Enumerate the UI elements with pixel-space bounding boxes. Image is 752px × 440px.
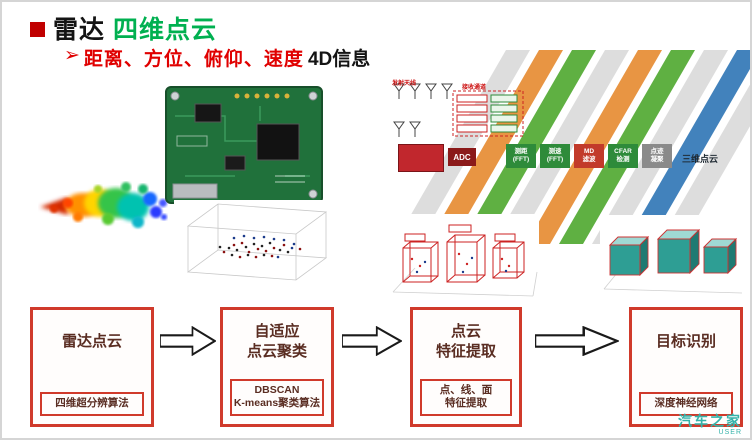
title-bullet-square — [30, 22, 45, 37]
radar-pcb-image — [165, 86, 323, 204]
flow-step-title: 目标识别 — [655, 332, 716, 350]
flow-arrow-icon — [535, 326, 619, 356]
title-black-part: 雷达 — [53, 16, 106, 44]
flow-step-title: 自适应 点云聚类 — [246, 322, 307, 360]
flow-step-radar-pointcloud: 雷达点云 四维超分辨算法 — [30, 307, 154, 427]
title-green-part: 四维点云 — [113, 16, 218, 44]
adc-box: ADC — [448, 148, 476, 166]
subtitle-red-text: 距离、方位、俯仰、速度 — [83, 49, 304, 70]
stage-range-fft: 测距 (FFT) — [506, 144, 536, 168]
flow-arrow-icon — [160, 326, 216, 356]
watermark-brand: 汽车之家 — [678, 412, 742, 429]
rf-frontend-box — [398, 144, 444, 172]
flow-step-target-recognition: 目标识别 深度神经网络 — [629, 307, 743, 427]
flow-step-feature-extract: 点云 特征提取 点、线、面 特征提取 — [410, 307, 522, 427]
stage-cfar-detect: CFAR 检测 — [608, 144, 638, 168]
flow-step-subbox: 四维超分辨算法 — [40, 392, 144, 416]
stage-clustering: 点迹 凝聚 — [642, 144, 672, 168]
processing-stage-row: 测距 (FFT) 测速 (FFT) MD 滤波 CFAR 检测 点迹 凝聚 — [506, 144, 672, 168]
tx-antenna-label: 发射天线 — [392, 81, 417, 87]
rx-channel-bank — [452, 90, 524, 137]
subtitle-black-text: 4D信息 — [307, 49, 371, 70]
pointcloud-blob-image — [40, 182, 167, 228]
flow-step-subbox: 点、线、面 特征提取 — [420, 378, 512, 416]
stage-doppler-fft: 测速 (FFT) — [540, 144, 570, 168]
watermark: 汽车之家 USER — [678, 414, 742, 436]
flow-step-subbox: DBSCAN K-means聚类算法 — [230, 378, 324, 416]
scatter-3d-plot-image — [174, 200, 336, 297]
watermark-sub: USER — [718, 428, 742, 436]
rx-channel-label: 接收通道 — [462, 85, 487, 91]
target-boxes-plot-image — [600, 215, 750, 299]
flow-step-title: 雷达点云 — [61, 332, 122, 350]
subtitle: ➢ 距离、方位、俯仰、速度 4D信息 — [64, 44, 370, 71]
bounding-boxes-plot-image — [387, 214, 539, 300]
signal-output-label: 三维点云 — [682, 154, 719, 164]
page-title: 雷达 四维点云 — [30, 10, 217, 46]
flow-step-title: 点云 特征提取 — [435, 322, 496, 360]
antenna-array-icon — [393, 83, 453, 137]
flow-step-clustering: 自适应 点云聚类 DBSCAN K-means聚类算法 — [220, 307, 334, 427]
signal-chain-diagram: 发射天线 接收通道 ADC 测距 (FFT) 测速 (FFT) — [390, 50, 750, 244]
stage-md-filter: MD 滤波 — [574, 144, 604, 168]
subtitle-arrow-icon: ➢ — [64, 45, 80, 66]
flow-arrow-icon — [342, 326, 402, 356]
flow-step-subbox: 深度神经网络 — [639, 392, 733, 416]
